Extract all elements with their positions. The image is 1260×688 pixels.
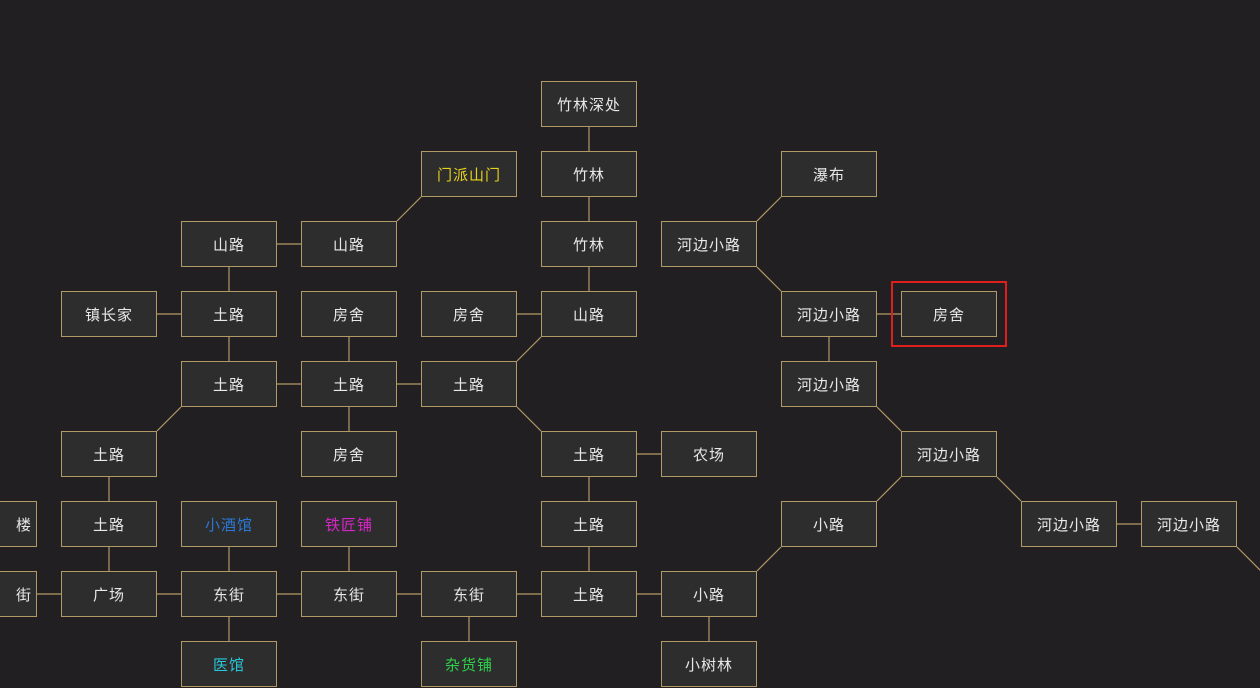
map-connection <box>156 406 182 432</box>
room-street-edge[interactable]: 街 <box>0 571 37 617</box>
room-dirt-road-1[interactable]: 土路 <box>181 291 277 337</box>
room-house-1[interactable]: 房舍 <box>301 291 397 337</box>
room-riverside-4[interactable]: 河边小路 <box>901 431 997 477</box>
room-dirt-road-6[interactable]: 土路 <box>541 431 637 477</box>
room-bamboo-1[interactable]: 竹林 <box>541 151 637 197</box>
room-general-store[interactable]: 杂货铺 <box>421 641 517 687</box>
map-connection <box>876 476 902 502</box>
room-riverside-5[interactable]: 河边小路 <box>1021 501 1117 547</box>
room-dirt-road-8[interactable]: 土路 <box>541 501 637 547</box>
room-mountain-road-2[interactable]: 山路 <box>301 221 397 267</box>
room-plaza[interactable]: 广场 <box>61 571 157 617</box>
room-dirt-road-4[interactable]: 土路 <box>421 361 517 407</box>
room-building-edge[interactable]: 楼 <box>0 501 37 547</box>
room-east-street-3[interactable]: 东街 <box>421 571 517 617</box>
room-mountain-road-3[interactable]: 山路 <box>541 291 637 337</box>
room-east-street-2[interactable]: 东街 <box>301 571 397 617</box>
map-connection <box>516 406 542 432</box>
room-path-1[interactable]: 小路 <box>781 501 877 547</box>
room-path-2[interactable]: 小路 <box>661 571 757 617</box>
room-dirt-road-2[interactable]: 土路 <box>181 361 277 407</box>
room-east-street-1[interactable]: 东街 <box>181 571 277 617</box>
room-riverside-6[interactable]: 河边小路 <box>1141 501 1237 547</box>
map-connection <box>996 476 1022 502</box>
room-sect-gate[interactable]: 门派山门 <box>421 151 517 197</box>
map-connection <box>516 336 542 362</box>
room-house-2[interactable]: 房舍 <box>421 291 517 337</box>
room-house-current[interactable]: 房舍 <box>901 291 997 337</box>
room-bamboo-2[interactable]: 竹林 <box>541 221 637 267</box>
room-dirt-road-9[interactable]: 土路 <box>541 571 637 617</box>
room-dirt-road-5[interactable]: 土路 <box>61 431 157 477</box>
room-smithy[interactable]: 铁匠铺 <box>301 501 397 547</box>
room-mountain-road-1[interactable]: 山路 <box>181 221 277 267</box>
map-connection <box>1236 546 1260 571</box>
room-riverside-2[interactable]: 河边小路 <box>781 291 877 337</box>
room-clinic[interactable]: 医馆 <box>181 641 277 687</box>
room-riverside-3[interactable]: 河边小路 <box>781 361 877 407</box>
room-bamboo-deep[interactable]: 竹林深处 <box>541 81 637 127</box>
map-connection <box>756 196 782 222</box>
map-connection <box>876 406 902 432</box>
room-waterfall[interactable]: 瀑布 <box>781 151 877 197</box>
room-mayor-home[interactable]: 镇长家 <box>61 291 157 337</box>
map-connection <box>756 546 782 572</box>
room-dirt-road-7[interactable]: 土路 <box>61 501 157 547</box>
room-dirt-road-3[interactable]: 土路 <box>301 361 397 407</box>
room-tavern[interactable]: 小酒馆 <box>181 501 277 547</box>
room-grove[interactable]: 小树林 <box>661 641 757 687</box>
map-connection <box>756 266 782 292</box>
room-farm[interactable]: 农场 <box>661 431 757 477</box>
room-riverside-1[interactable]: 河边小路 <box>661 221 757 267</box>
map-connection <box>396 196 422 222</box>
room-house-3[interactable]: 房舍 <box>301 431 397 477</box>
